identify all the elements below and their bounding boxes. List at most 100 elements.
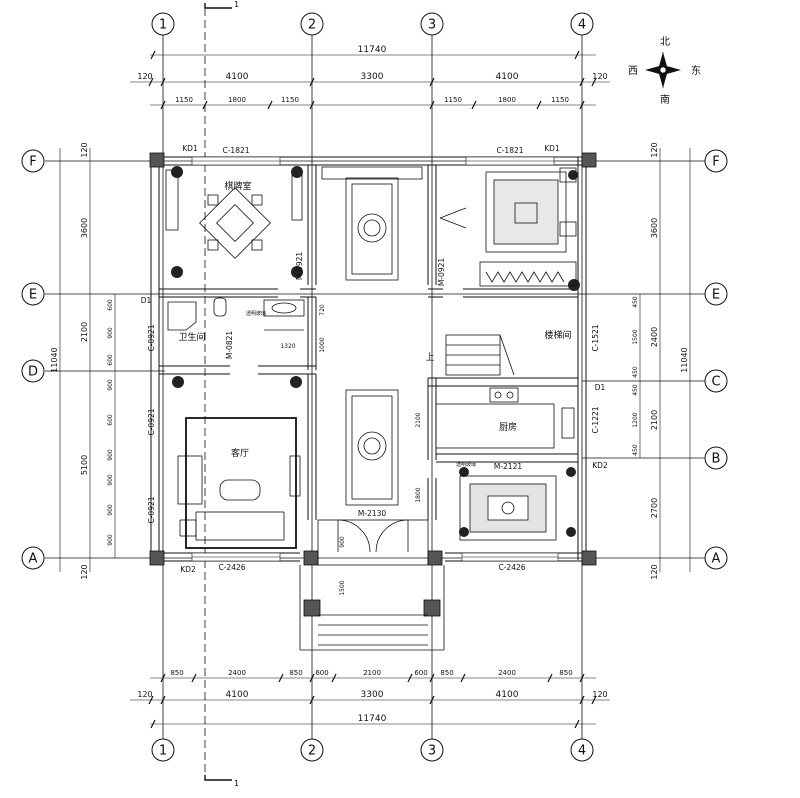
- plant-icons: [171, 166, 580, 537]
- dim-right-small-4: 450: [632, 384, 639, 396]
- dim-left-small-1: 600: [107, 299, 114, 311]
- dim-bottom-sub-3: 850: [289, 669, 302, 677]
- living-sofa: [177, 417, 301, 549]
- axis-label-F-left: F: [29, 155, 36, 170]
- kd1-left-label: KD1: [182, 144, 198, 153]
- dim-right-mid-2: 2400: [650, 327, 659, 347]
- axis-label-2-bottom: 2: [308, 744, 316, 759]
- window-label-c1521: C-1521: [591, 324, 600, 351]
- dim-total-top: 11740: [358, 45, 387, 55]
- axis-bubble-E-left: [21, 282, 45, 306]
- axis-bubble-C-right: [704, 369, 728, 393]
- door-label-0821: M-0821: [225, 331, 234, 359]
- dim-right-mid-1: 3600: [650, 218, 659, 238]
- axis-label-A-right: A: [712, 552, 721, 567]
- axis-label-3-bottom: 3: [428, 744, 436, 759]
- axis-bubble-A-left: [21, 546, 45, 570]
- dim-bottom-sub-7: 850: [440, 669, 453, 677]
- dim-top-sub-6: 1150: [551, 96, 569, 104]
- axis-label-4-top: 4: [578, 18, 586, 33]
- dim-bottom-sub-9: 850: [559, 669, 572, 677]
- room-label-kitchen: 厨房: [499, 421, 517, 433]
- axis-label-C-right: C: [711, 375, 720, 390]
- dim-right-small-3: 450: [632, 366, 639, 378]
- window-north: [191, 156, 559, 562]
- compass-north: 北: [660, 36, 670, 48]
- dim-right-outer: 11040: [680, 347, 689, 372]
- dim-left-mid-3: 5100: [80, 455, 89, 475]
- hall-rug-bottom: [345, 389, 399, 506]
- entrance-porch: [299, 519, 445, 651]
- note-bath: 透明玻璃: [246, 310, 266, 317]
- window-label-top-left: C-1821: [222, 146, 249, 155]
- door-label-0921-a: M-0921: [295, 252, 304, 280]
- dim-top-sub-1: 1150: [175, 96, 193, 104]
- compass-icon: [645, 52, 681, 88]
- axis-bubble-A-right: [704, 546, 728, 570]
- dimension-ticks: [148, 50, 597, 729]
- axis-bubble-D-left: [21, 359, 45, 383]
- axis-bubble-1-bottom: [151, 738, 175, 762]
- axis-bubble-4-bottom: [570, 738, 594, 762]
- axis-label-1-bottom: 1: [159, 744, 167, 759]
- d1-left-label: D1: [141, 296, 152, 305]
- dim-left-small-3: 600: [107, 354, 114, 366]
- dim-bottom-sub-6: 600: [414, 669, 427, 677]
- axis-label-3-top: 3: [428, 18, 436, 33]
- dim-wall-top-left: 120: [137, 72, 152, 81]
- dim-interior-4: 2100: [415, 412, 422, 427]
- dim-top-sub-2: 1800: [228, 96, 246, 104]
- door-label-kitchen: M-2121: [494, 462, 522, 471]
- dim-bottom-sub-8: 2400: [498, 669, 516, 677]
- axis-label-2-top: 2: [308, 18, 316, 33]
- dim-right-small-2: 1500: [632, 329, 639, 344]
- dim-bottom-sub-1: 850: [170, 669, 183, 677]
- axis-bubble-E-right: [704, 282, 728, 306]
- dim-left-small-4: 900: [107, 379, 114, 391]
- dim-top-sub-4: 1150: [444, 96, 462, 104]
- stair-up-label: 上: [425, 352, 434, 363]
- bedroom-bed: [439, 167, 577, 287]
- dim-left-wall-top: 120: [80, 142, 89, 157]
- dim-wall-top-right: 120: [592, 72, 607, 81]
- window-label-bottom-left: C-2426: [218, 563, 245, 572]
- dim-interior-5: 1800: [415, 487, 422, 502]
- room-label-living: 客厅: [231, 447, 249, 459]
- kd2-left-label: KD2: [180, 565, 196, 574]
- window-label-c0921-a: C-0921: [147, 324, 156, 351]
- dim-left-small-6: 900: [107, 449, 114, 461]
- dim-top-main-3: 4100: [496, 72, 519, 82]
- note-kitchen: 透明玻璃: [456, 461, 476, 468]
- dim-left-wall-bottom: 120: [80, 564, 89, 579]
- dim-right-mid-4: 2700: [650, 498, 659, 518]
- compass-south: 南: [660, 93, 670, 106]
- dim-top-main-1: 4100: [226, 72, 249, 82]
- dim-right-small-1: 450: [632, 296, 639, 308]
- dim-top-main-2: 3300: [361, 72, 384, 82]
- axis-bubble-B-right: [704, 446, 728, 470]
- dim-left-small-7: 900: [107, 474, 114, 486]
- dim-left-mid-2: 2100: [80, 322, 89, 342]
- axis-bubble-4-top: [570, 12, 594, 36]
- axis-label-E-right: E: [712, 288, 720, 303]
- window-label-bottom-right: C-2426: [498, 563, 525, 572]
- axis-label-E-left: E: [29, 288, 37, 303]
- dining-table: [459, 475, 557, 541]
- dim-left-mid-1: 3600: [80, 218, 89, 238]
- axis-grid-lines: [45, 35, 705, 740]
- stair: [445, 334, 515, 376]
- axis-bubble-2-top: [300, 12, 324, 36]
- section-mark-bottom: 1: [234, 779, 239, 788]
- axis-label-A-left: A: [29, 552, 38, 567]
- axis-label-4-bottom: 4: [578, 744, 586, 759]
- dim-interior-7: 1500: [339, 580, 346, 595]
- dim-bottom-main-3: 4100: [496, 690, 519, 700]
- dim-left-small-8: 900: [107, 504, 114, 516]
- structural-columns: [149, 152, 597, 617]
- hall-rug-top: [321, 166, 423, 281]
- d1-right-label: D1: [595, 383, 606, 392]
- compass-west: 西: [628, 66, 638, 77]
- axis-bubble-2-bottom: [300, 738, 324, 762]
- dim-wall-bottom-right: 120: [592, 690, 607, 699]
